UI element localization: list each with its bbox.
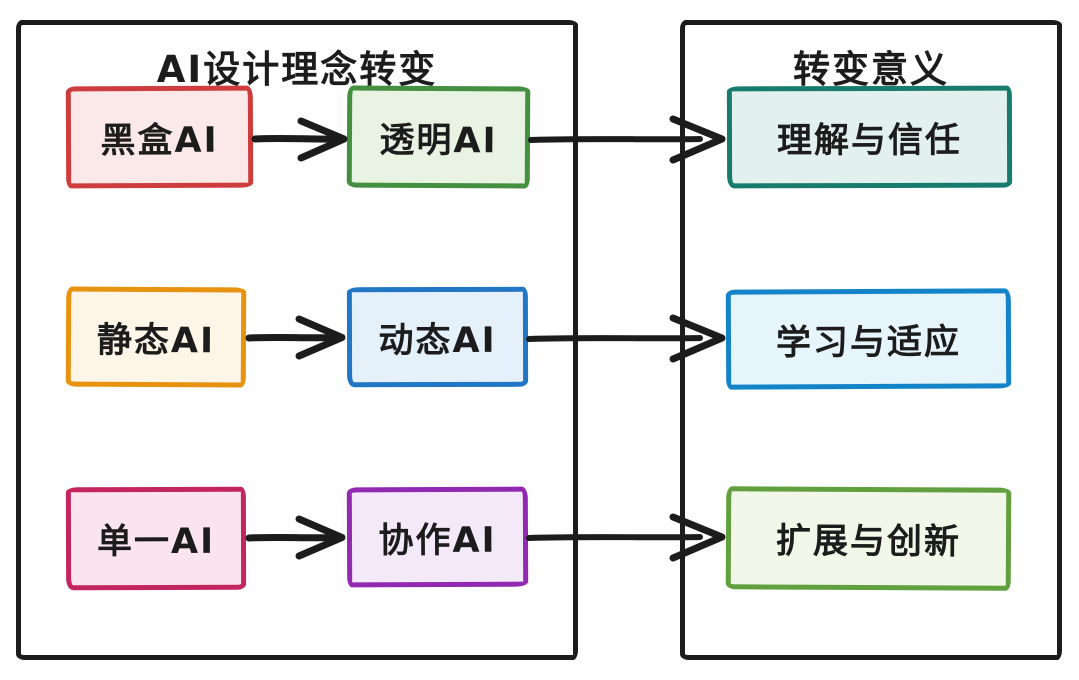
node-label: 单一AI — [96, 521, 216, 563]
right-panel-title: 转变意义 — [793, 48, 949, 91]
node-collaborative-ai: 协作AI — [346, 486, 529, 588]
node-label: 扩展与创新 — [775, 521, 962, 563]
node-dynamic-ai: 动态AI — [346, 286, 529, 388]
node-label: 协作AI — [378, 520, 497, 561]
node-label: 黑盒AI — [100, 120, 219, 161]
node-label: 学习与适应 — [775, 322, 962, 363]
node-learning-adaptation: 学习与适应 — [725, 288, 1012, 390]
node-single-ai: 单一AI — [65, 486, 247, 591]
node-expansion-innovation: 扩展与创新 — [725, 486, 1012, 591]
node-label: 透明AI — [379, 120, 498, 161]
node-understanding-trust: 理解与信任 — [726, 85, 1013, 189]
node-label: 理解与信任 — [776, 120, 963, 161]
node-blackbox-ai: 黑盒AI — [65, 85, 254, 189]
node-label: 动态AI — [378, 320, 497, 361]
node-transparent-ai: 透明AI — [346, 85, 531, 189]
node-static-ai: 静态AI — [65, 286, 247, 388]
node-label: 静态AI — [96, 320, 216, 361]
left-panel-title: AI设计理念转变 — [156, 48, 438, 91]
